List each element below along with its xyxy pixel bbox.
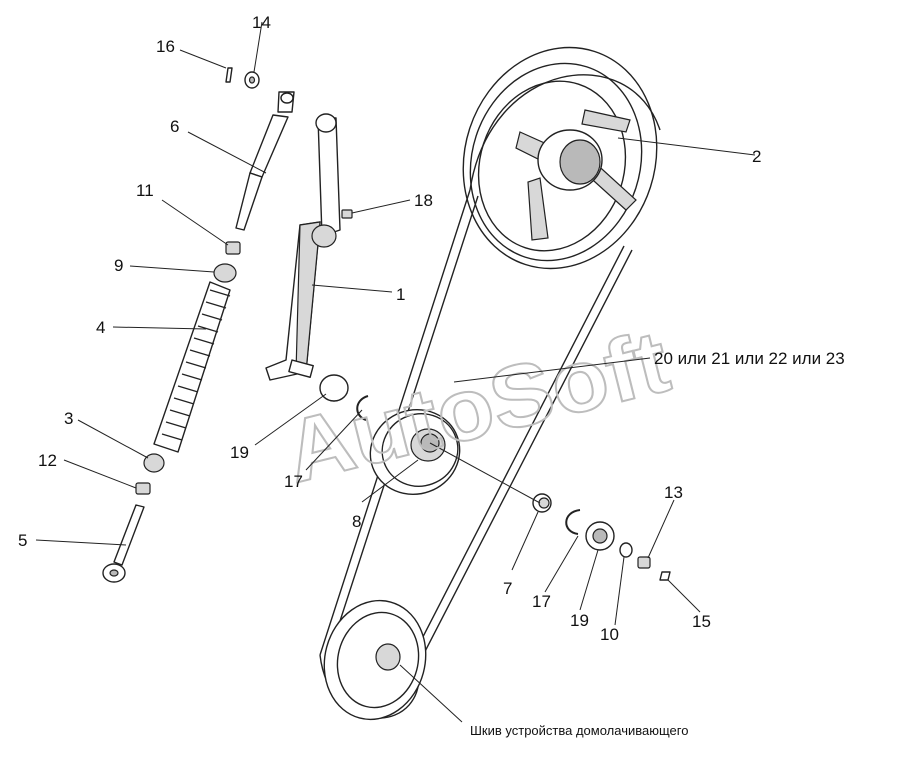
label-9: 9 — [114, 256, 123, 275]
label-4: 4 — [96, 318, 105, 337]
bearing-19-left — [319, 374, 349, 402]
bottom-pulley — [323, 599, 427, 721]
spring-cap-3 — [143, 453, 165, 473]
label-13: 13 — [664, 483, 683, 502]
nut-11 — [225, 241, 241, 255]
washer-14 — [244, 71, 260, 89]
label-18: 18 — [414, 191, 433, 210]
label-20-23: 20 или 21 или 22 или 23 — [654, 349, 845, 368]
tension-pulley — [369, 408, 461, 496]
cotter-pin-15 — [659, 571, 671, 581]
label-14: 14 — [252, 13, 271, 32]
label-8: 8 — [352, 512, 361, 531]
label-19-right: 19 — [570, 611, 589, 630]
pin-16 — [225, 67, 233, 83]
label-19-left: 19 — [230, 443, 249, 462]
circlip-17-left — [356, 395, 369, 421]
leader-lines — [35, 21, 756, 723]
label-11: 11 — [136, 181, 154, 200]
nut-13 — [637, 556, 651, 569]
bushing-7 — [532, 493, 552, 513]
lever-arm — [265, 113, 346, 402]
washer-10 — [619, 542, 633, 558]
spring-4 — [153, 281, 231, 453]
large-pulley — [462, 46, 658, 270]
label-6: 6 — [170, 117, 179, 136]
label-17-right: 17 — [532, 592, 551, 611]
label-3: 3 — [64, 409, 73, 428]
label-5: 5 — [18, 531, 27, 550]
screw-18 — [341, 209, 353, 219]
watermark: AutoSoft — [276, 311, 678, 501]
label-15: 15 — [692, 612, 711, 631]
part-labels: 2 1 18 14 16 6 11 9 4 3 12 5 19 17 8 20 … — [18, 13, 845, 738]
rod-6 — [235, 91, 295, 231]
label-1: 1 — [396, 285, 405, 304]
label-10: 10 — [600, 625, 619, 644]
label-16: 16 — [156, 37, 175, 56]
caption-thresher-pulley: Шкив устройства домолачивающего — [470, 723, 688, 738]
label-2: 2 — [752, 147, 761, 166]
nut-12 — [135, 482, 151, 495]
label-12: 12 — [38, 451, 57, 470]
eye-bolt-5 — [102, 504, 145, 583]
label-17-left: 17 — [284, 472, 303, 491]
circlip-17 — [565, 509, 581, 535]
bearing-19 — [585, 521, 615, 551]
spring-cap-9 — [213, 263, 237, 283]
label-7: 7 — [503, 579, 512, 598]
